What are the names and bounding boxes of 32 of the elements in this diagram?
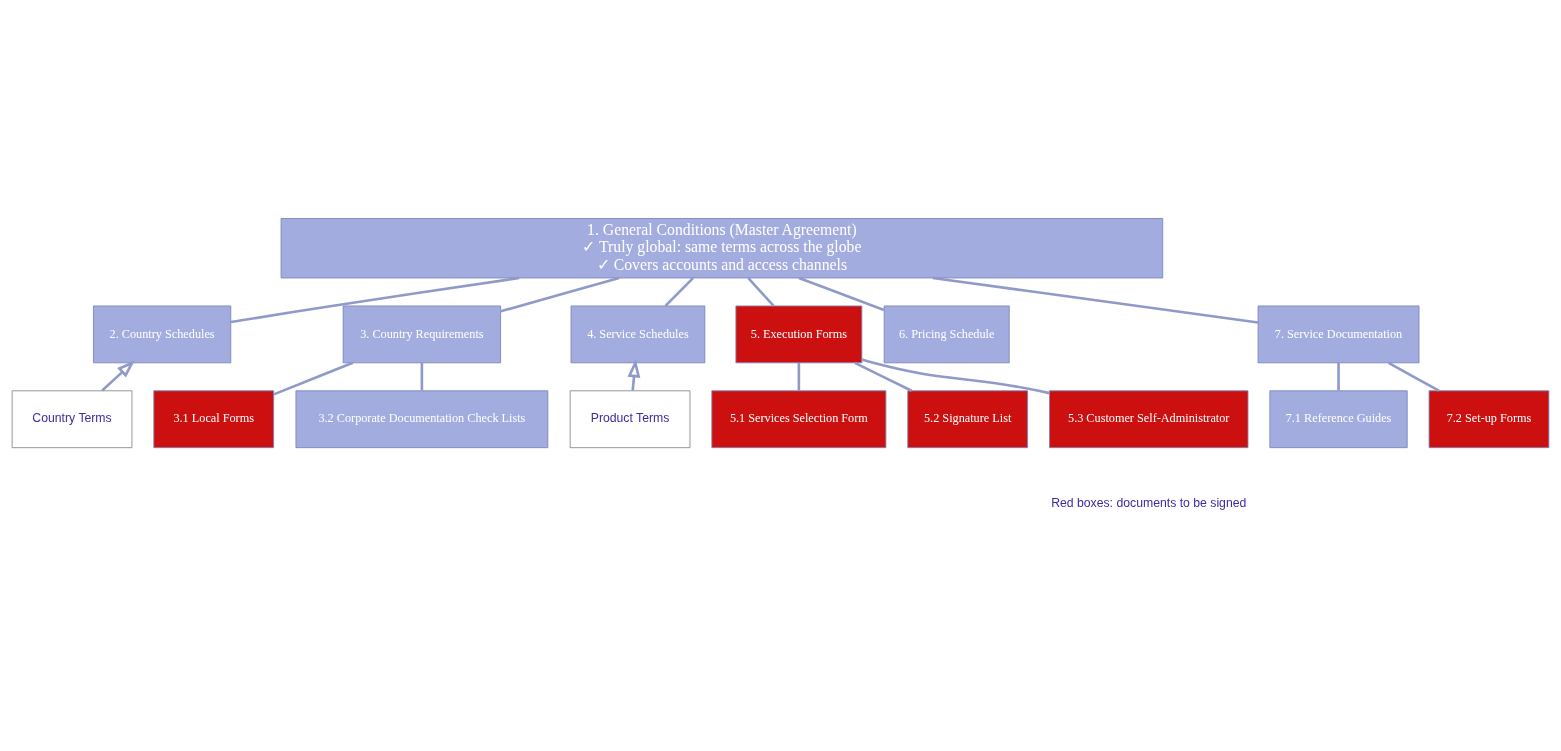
connector: [1337, 362, 1340, 391]
label: Red boxes: documents to be signed: [1051, 496, 1247, 511]
arrow: [627, 359, 641, 391]
node-box: 4. Service Schedules: [570, 305, 706, 364]
node-box: 7.1 Reference Guides: [1269, 390, 1408, 449]
arrow: [101, 360, 136, 392]
connector: [420, 362, 424, 391]
connector: [1388, 361, 1440, 392]
node-box: 1. General Conditions (Master Agreement) ✓ Truly global: same terms across the globe ✓ Covers accounts and access channels: [280, 218, 1164, 279]
node-box: 5.1 Services Selection Form: [711, 390, 887, 449]
node-box: 5.3 Customer Self-Administrator: [1049, 390, 1249, 449]
node-box: 5.2 Signature List: [907, 390, 1029, 449]
connector: [500, 276, 620, 313]
node-box: Country Terms: [11, 390, 133, 449]
node-box: 7. Service Documentation: [1257, 305, 1420, 364]
connector: [230, 276, 520, 324]
connector: [797, 362, 801, 391]
connector: [747, 277, 775, 307]
node-box: 2. Country Schedules: [93, 305, 232, 364]
node-box: 3. Country Requirements: [342, 305, 502, 364]
connector: [273, 361, 354, 396]
connector: [854, 361, 913, 392]
node-box: 3.2 Corporate Documentation Check Lists: [295, 390, 549, 449]
connector: [932, 276, 1259, 324]
node-box: Product Terms: [569, 390, 691, 449]
connector: [861, 358, 1050, 395]
connector: [798, 276, 885, 312]
node-box: 7.2 Set-up Forms: [1428, 390, 1550, 449]
connector: [664, 277, 694, 307]
node-box: 5. Execution Forms: [735, 305, 863, 364]
node-box: 3.1 Local Forms: [153, 390, 275, 449]
node-box: 6. Pricing Schedule: [883, 305, 1010, 364]
